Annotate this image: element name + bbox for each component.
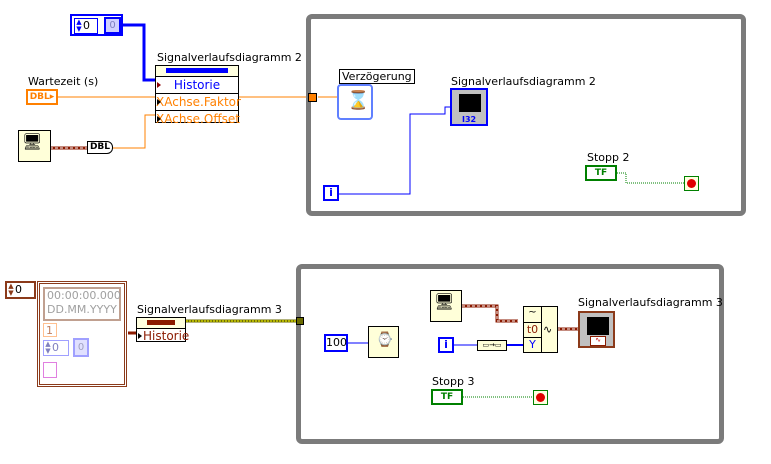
timestamp-date: DD.MM.YYYY bbox=[47, 303, 117, 316]
property-xachse-offset[interactable]: XAchse.Offset bbox=[156, 111, 240, 127]
array-index-value: 0 bbox=[83, 19, 90, 32]
waveform-badge-icon: ∿ bbox=[590, 336, 606, 346]
wire-i-chart bbox=[339, 106, 452, 195]
chart-icon bbox=[587, 317, 609, 335]
wire-dbl-offset bbox=[112, 114, 156, 149]
delay-label: Verzögerung bbox=[339, 69, 415, 84]
cluster-array-constant[interactable]: 00:00:00.000 DD.MM.YYYY 1 ▲▼0 0 bbox=[37, 281, 127, 387]
wait-ms-function[interactable]: ⌚ bbox=[368, 326, 399, 358]
to-array-function[interactable]: ▭→▭ bbox=[477, 340, 507, 351]
inner-index-value: 0 bbox=[52, 341, 59, 354]
inner-index-spinner[interactable]: ▲▼ bbox=[45, 340, 51, 355]
property-label: Historie bbox=[173, 78, 221, 92]
iteration-terminal-top: i bbox=[323, 185, 339, 201]
property-historie[interactable]: Historie bbox=[156, 77, 238, 94]
stop-3-label: Stopp 3 bbox=[432, 375, 475, 388]
property-label: Historie bbox=[143, 329, 190, 343]
wait-time-terminal[interactable]: DBL▸ bbox=[26, 89, 58, 105]
property-node-2[interactable]: Historie XAchse.Faktor XAchse.Offset bbox=[155, 65, 241, 126]
input-waveform[interactable]: ~ bbox=[524, 307, 541, 323]
chart-type-badge: I32 bbox=[462, 115, 477, 124]
hourglass-icon: ⌛ bbox=[347, 90, 370, 111]
array-index-spinner[interactable]: ▲▼ bbox=[76, 18, 82, 33]
cluster-array-index[interactable]: ▲▼0 bbox=[5, 281, 36, 299]
clock-computer-icon: 🖥 bbox=[22, 132, 43, 151]
empty-element bbox=[43, 362, 57, 378]
property-node-3-title: Signalverlaufsdiagramm 3 bbox=[137, 303, 282, 316]
property-xachse-faktor[interactable]: XAchse.Faktor bbox=[156, 94, 241, 111]
property-label: XAchse.Offset bbox=[156, 112, 240, 126]
stop-icon bbox=[687, 179, 696, 188]
chart-3-terminal[interactable]: ∿ bbox=[578, 311, 615, 348]
chart-2-terminal[interactable]: I32 bbox=[450, 88, 488, 126]
wait-ms-constant[interactable]: 100 bbox=[324, 334, 348, 352]
chart-3-label: Signalverlaufsdiagramm 3 bbox=[578, 296, 723, 309]
timestamp-time: 00:00:00.000 bbox=[47, 289, 121, 302]
while-loop-bottom[interactable] bbox=[296, 264, 724, 444]
while-loop-top[interactable] bbox=[306, 14, 746, 216]
loop-condition-bottom[interactable] bbox=[533, 390, 548, 405]
property-label: XAchse.Faktor bbox=[156, 95, 241, 109]
build-waveform-function[interactable]: ~ t0 Y ∿ bbox=[523, 306, 558, 353]
waveform-icon: ∿ bbox=[543, 323, 553, 336]
get-date-time-function[interactable]: 🖥 bbox=[18, 130, 51, 162]
clock-computer-icon: 🖥 bbox=[434, 292, 455, 311]
stop-2-terminal[interactable]: TF bbox=[585, 165, 617, 181]
watch-icon: ⌚ bbox=[376, 332, 394, 348]
loop-tunnel-dbl bbox=[308, 93, 317, 102]
wire-bool-stop2 bbox=[617, 172, 684, 184]
to-dbl-conversion[interactable]: DBL bbox=[87, 141, 113, 154]
int-array-constant[interactable]: ▲▼0 0 bbox=[70, 14, 123, 36]
input-t0[interactable]: t0 bbox=[524, 323, 541, 338]
property-node-2-title: Signalverlaufsdiagramm 2 bbox=[157, 51, 302, 64]
property-node-3[interactable]: Historie bbox=[136, 317, 189, 343]
input-y[interactable]: Y bbox=[529, 338, 536, 351]
wait-time-label: Wartezeit (s) bbox=[28, 75, 99, 88]
dt-value: 1 bbox=[43, 323, 57, 337]
property-historie[interactable]: Historie bbox=[137, 329, 189, 343]
index-spinner[interactable]: ▲▼ bbox=[8, 282, 14, 297]
time-delay-express-vi[interactable]: ⌛ bbox=[337, 84, 373, 120]
inner-array-element: 0 bbox=[73, 338, 89, 357]
dbl-type-label: DBL bbox=[29, 92, 50, 102]
array-element: 0 bbox=[104, 17, 121, 34]
loop-tunnel-cluster bbox=[296, 317, 304, 325]
index-value: 0 bbox=[15, 283, 22, 296]
chart-2-label: Signalverlaufsdiagramm 2 bbox=[451, 75, 596, 88]
wire-int-array bbox=[122, 23, 156, 82]
stop-icon bbox=[536, 393, 545, 402]
loop-condition-top[interactable] bbox=[684, 176, 699, 191]
iteration-terminal-bottom: i bbox=[438, 337, 454, 353]
stop-3-terminal[interactable]: TF bbox=[431, 389, 463, 405]
get-date-time-function-2[interactable]: 🖥 bbox=[430, 290, 462, 322]
stop-2-label: Stopp 2 bbox=[587, 151, 630, 164]
chart-icon bbox=[459, 94, 481, 112]
